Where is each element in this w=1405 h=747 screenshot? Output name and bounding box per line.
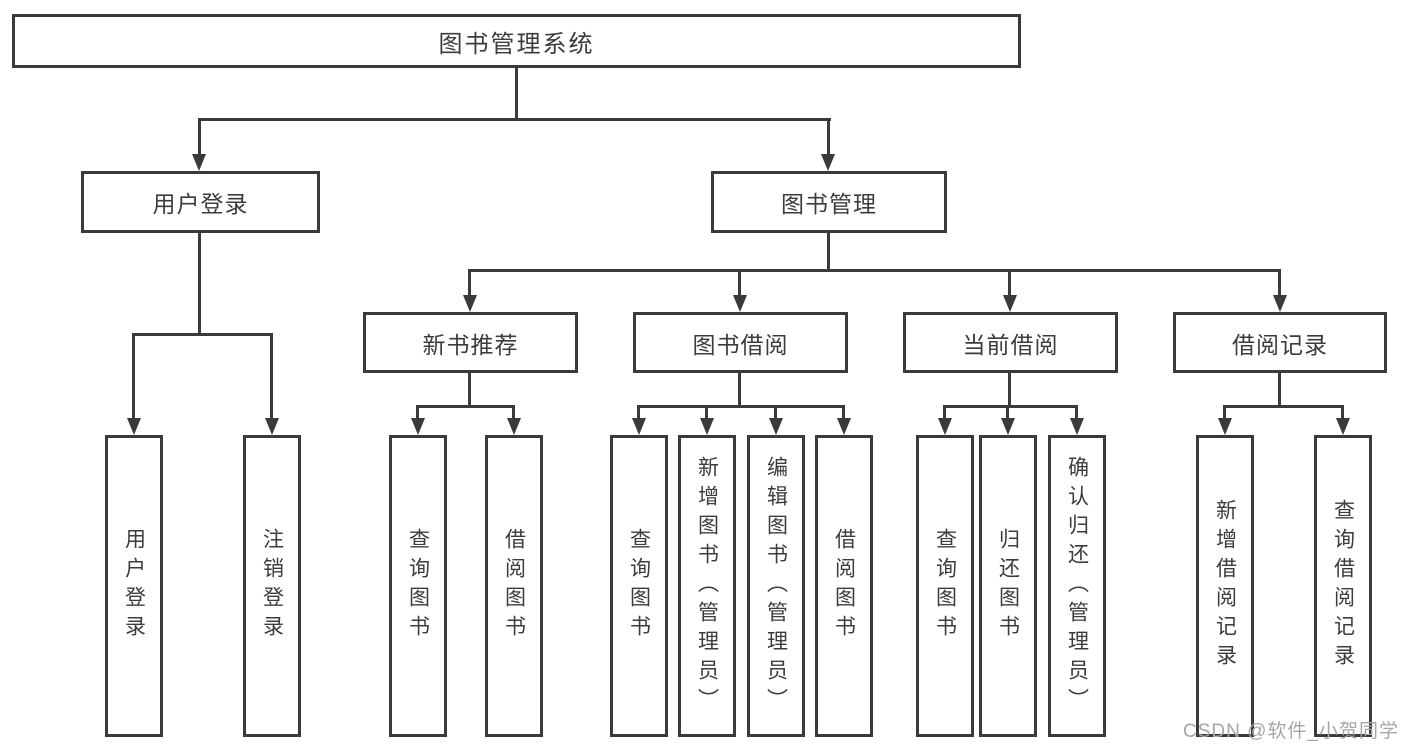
connector-level3-stem xyxy=(1278,269,1281,300)
connector-borrowing-down xyxy=(738,373,741,408)
leaf-logout-label: 注销登录 xyxy=(260,528,284,644)
connector-leaf-stem xyxy=(774,405,777,421)
arrowhead-leaf xyxy=(1070,418,1084,435)
node-book-borrowing: 图书借阅 xyxy=(633,312,848,373)
arrowhead-leaf xyxy=(700,418,714,435)
node-user-login-label: 用户登录 xyxy=(152,191,249,217)
leaf-user-login: 用户登录 xyxy=(105,435,163,737)
connector-leaf-stem xyxy=(132,333,135,421)
leaf-user-login-label: 用户登录 xyxy=(122,528,146,644)
csdn-watermark: CSDN @软件_小贺同学 xyxy=(1183,721,1399,742)
connector-level3-stem xyxy=(468,269,471,300)
arrowhead-user-login xyxy=(192,154,206,171)
leaf-query-books-current: 查询图书 xyxy=(916,435,974,737)
connector-records-down xyxy=(1278,373,1281,408)
leaf-borrow-books: 借阅图书 xyxy=(815,435,873,737)
arrowhead-leaf xyxy=(632,418,646,435)
connector-recommend-down xyxy=(468,373,471,408)
node-new-book-recommend: 新书推荐 xyxy=(363,312,578,373)
leaf-add-books-admin-label: 新增图书（管理员） xyxy=(695,455,719,717)
connector-records-hbar xyxy=(1223,405,1344,408)
leaf-query-books-borrowing-label: 查询图书 xyxy=(627,528,651,644)
leaf-return-books: 归还图书 xyxy=(979,435,1037,737)
leaf-confirm-return-admin-label: 确认归还（管理员） xyxy=(1065,455,1089,717)
arrowhead-leaf xyxy=(1001,418,1015,435)
node-library-system: 图书管理系统 xyxy=(12,14,1021,68)
node-borrowing-records-label: 借阅记录 xyxy=(1232,331,1328,358)
connector-leaf-stem xyxy=(1006,405,1009,421)
connector-recommend-hbar xyxy=(416,405,515,408)
arrowhead-leaf xyxy=(127,418,141,435)
arrowhead-level3 xyxy=(1003,295,1017,312)
connector-book-mgmt-hbar xyxy=(468,269,1281,272)
connector-current-hbar xyxy=(943,405,1078,408)
arrowhead-leaf xyxy=(1336,418,1350,435)
leaf-edit-books-admin: 编辑图书（管理员） xyxy=(747,435,805,737)
arrowhead-leaf xyxy=(265,418,279,435)
leaf-query-books-borrowing: 查询图书 xyxy=(610,435,668,737)
arrowhead-book-mgmt xyxy=(821,154,835,171)
connector-user-login-stem xyxy=(198,118,201,158)
connector-level3-stem xyxy=(738,269,741,300)
leaf-return-books-label: 归还图书 xyxy=(996,528,1020,644)
leaf-add-borrow-record-label: 新增借阅记录 xyxy=(1213,499,1237,673)
connector-book-mgmt-down xyxy=(827,233,830,272)
node-book-borrowing-label: 图书借阅 xyxy=(692,331,789,358)
arrowhead-leaf xyxy=(411,418,425,435)
arrowhead-leaf xyxy=(769,418,783,435)
node-book-management-label: 图书管理 xyxy=(781,191,877,217)
leaf-confirm-return-admin: 确认归还（管理员） xyxy=(1048,435,1106,737)
arrowhead-level3 xyxy=(733,295,747,312)
connector-user-login-down xyxy=(198,233,201,336)
leaf-add-books-admin: 新增图书（管理员） xyxy=(678,435,736,737)
leaf-add-borrow-record: 新增借阅记录 xyxy=(1196,435,1254,737)
node-new-book-recommend-label: 新书推荐 xyxy=(422,331,519,358)
leaf-borrow-books-recommend: 借阅图书 xyxy=(485,435,543,737)
leaf-edit-books-admin-label: 编辑图书（管理员） xyxy=(764,455,788,717)
arrowhead-leaf xyxy=(938,418,952,435)
leaf-query-books-recommend: 查询图书 xyxy=(389,435,447,737)
arrowhead-leaf xyxy=(837,418,851,435)
leaf-query-borrow-record-label: 查询借阅记录 xyxy=(1331,499,1355,673)
arrowhead-level3 xyxy=(463,295,477,312)
leaf-query-books-current-label: 查询图书 xyxy=(933,528,957,644)
node-current-borrowing: 当前借阅 xyxy=(903,312,1118,373)
connector-current-down xyxy=(1008,373,1011,408)
leaf-query-books-recommend-label: 查询图书 xyxy=(406,528,430,644)
connector-leaf-stem xyxy=(1341,405,1344,421)
connector-leaf-stem xyxy=(1223,405,1226,421)
arrowhead-leaf xyxy=(1218,418,1232,435)
node-book-management: 图书管理 xyxy=(711,171,947,233)
connector-root-stem xyxy=(515,67,518,121)
connector-book-mgmt-stem xyxy=(827,118,830,158)
connector-leaf-stem xyxy=(943,405,946,421)
connector-leaf-stem xyxy=(512,405,515,421)
connector-leaf-stem xyxy=(270,333,273,421)
leaf-logout: 注销登录 xyxy=(243,435,301,737)
leaf-query-borrow-record: 查询借阅记录 xyxy=(1314,435,1372,737)
node-user-login: 用户登录 xyxy=(81,171,320,233)
connector-leaf-stem xyxy=(705,405,708,421)
connector-leaf-stem xyxy=(842,405,845,421)
arrowhead-leaf xyxy=(507,418,521,435)
node-library-system-label: 图书管理系统 xyxy=(438,30,595,58)
node-current-borrowing-label: 当前借阅 xyxy=(962,331,1059,358)
leaf-borrow-books-recommend-label: 借阅图书 xyxy=(502,528,526,644)
arrowhead-level3 xyxy=(1273,295,1287,312)
connector-borrowing-hbar xyxy=(637,405,845,408)
connector-leaf-stem xyxy=(416,405,419,421)
connector-root-hbar xyxy=(198,118,831,121)
connector-leaf-stem xyxy=(1075,405,1078,421)
node-borrowing-records: 借阅记录 xyxy=(1173,312,1387,373)
connector-leaf-stem xyxy=(637,405,640,421)
leaf-borrow-books-label: 借阅图书 xyxy=(832,528,856,644)
connector-level3-stem xyxy=(1008,269,1011,300)
connector-user-login-hbar xyxy=(132,333,273,336)
